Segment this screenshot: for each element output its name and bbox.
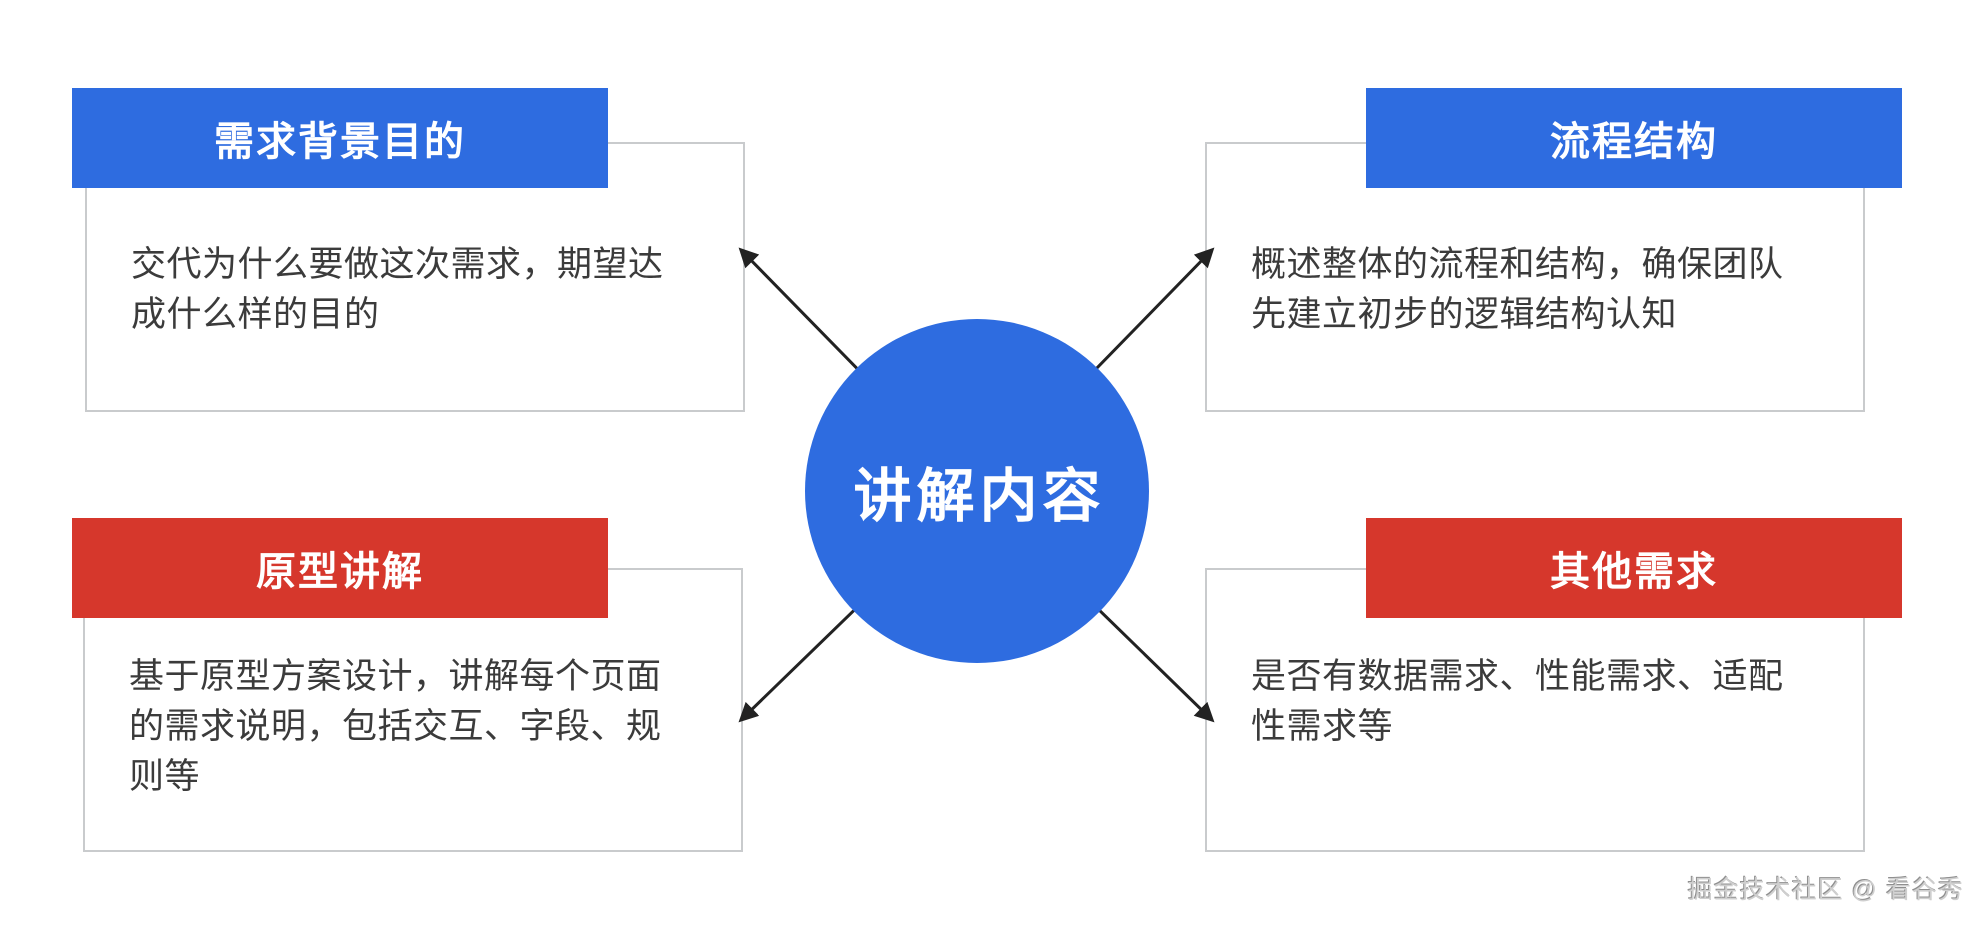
card-body-line: 是否有数据需求、性能需求、适配 [1251,657,1784,696]
card-body-text: 交代为什么要做这次需求，期望达 成什么样的目的 [131,240,703,340]
card-body-line: 交代为什么要做这次需求，期望达 [131,245,664,284]
center-node-label: 讲解内容 [853,464,1106,529]
card-header-other-requirements: 其他需求 [1366,518,1902,618]
watermark: 掘金技术社区 @ 看谷秀 [1687,876,1964,904]
card-body-line: 先建立初步的逻辑结构认知 [1251,295,1678,334]
card-body-line: 的需求说明，包括交互、字段、规 [129,707,662,746]
card-body-text: 基于原型方案设计，讲解每个页面 的需求说明，包括交互、字段、规 则等 [129,652,701,802]
card-header-process-structure: 流程结构 [1366,88,1902,188]
center-node: 讲解内容 [805,319,1149,663]
card-body-text: 是否有数据需求、性能需求、适配 性需求等 [1251,652,1823,752]
card-body-line: 概述整体的流程和结构，确保团队 [1251,245,1784,284]
card-header-requirement-background: 需求背景目的 [72,88,608,188]
card-body-line: 则等 [129,757,201,796]
card-body-line: 基于原型方案设计，讲解每个页面 [129,657,662,696]
card-header-prototype-explanation: 原型讲解 [72,518,608,618]
card-body-text: 概述整体的流程和结构，确保团队 先建立初步的逻辑结构认知 [1251,240,1823,340]
card-body-line: 成什么样的目的 [131,295,380,334]
card-body-line: 性需求等 [1251,707,1394,746]
